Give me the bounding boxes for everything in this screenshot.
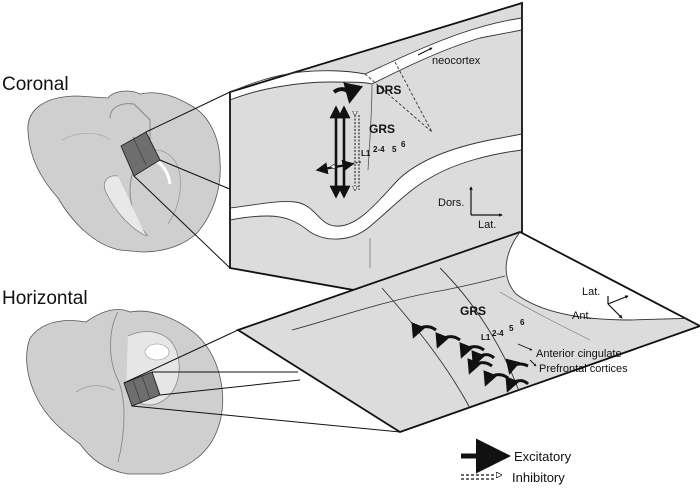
layer-5-horizontal: 5 (509, 324, 514, 333)
horizontal-brain-section (26, 309, 223, 475)
horizontal-zoom-panel: GRS L1 2-4 5 6 Anterior cingulate Prefro… (235, 231, 700, 433)
lateral-axis-label-coronal: Lat. (478, 219, 496, 231)
prefrontal-cortices-label: Prefrontal cortices (539, 363, 628, 375)
layer-2-4-coronal: 2-4 (373, 145, 385, 154)
layer-2-4-horizontal: 2-4 (492, 329, 504, 338)
anterior-cingulate-pointer-arrow (517, 343, 533, 351)
coronal-section-label: Coronal (2, 74, 69, 95)
neocortex-direction-arrow (417, 47, 433, 56)
excitatory-curved-arrow-3 (459, 342, 485, 359)
horizontal-zoom-line-bottom (131, 405, 401, 433)
coronal-brain-section (27, 90, 221, 253)
layer-l1-coronal: L1 (361, 149, 371, 158)
excitatory-curved-arrow-5 (467, 358, 493, 375)
dorsal-axis-label: Dors. (438, 197, 464, 209)
coronal-zoom-line-right (159, 159, 233, 191)
horizontal-section-label: Horizontal (2, 288, 88, 309)
inhibitory-horizontal-arrow-coronal (331, 161, 362, 167)
grs-label-horizontal: GRS (460, 304, 486, 318)
grs-label-coronal: GRS (369, 122, 395, 136)
neocortex-label: neocortex (432, 55, 481, 67)
horizontal-zoom-line-top (123, 329, 239, 384)
lateral-axis-label-horizontal: Lat. (582, 286, 600, 298)
anterior-axis-arrow (607, 303, 623, 319)
layer-l1-horizontal: L1 (481, 333, 491, 342)
excitatory-curved-arrow-coronal (332, 82, 363, 104)
legend-excitatory-label: Excitatory (514, 449, 572, 464)
drs-label: DRS (376, 83, 401, 97)
excitatory-curved-arrow-8 (505, 358, 529, 375)
lateral-axis-arrow-horizontal (607, 295, 629, 305)
legend-inhibitory-label: Inhibitory (512, 470, 565, 485)
layer-6-horizontal: 6 (520, 318, 525, 327)
drs-boundary-line (394, 61, 433, 133)
layer-5-coronal: 5 (392, 145, 397, 154)
excitatory-curved-arrow-2 (435, 332, 461, 349)
anterior-cingulate-label: Anterior cingulate (536, 348, 622, 360)
horizontal-zoom-line-mid (159, 379, 301, 396)
prefrontal-pointer-arrow (529, 359, 537, 367)
layer-6-coronal: 6 (401, 140, 406, 149)
excitatory-curved-arrow-1 (411, 322, 437, 339)
coronal-zoom-line-top (145, 91, 231, 133)
coronal-zoom-line-bottom (133, 175, 231, 269)
legend: Excitatory Inhibitory (461, 438, 572, 485)
excitatory-curved-arrow-7 (505, 376, 530, 393)
anterior-axis-label: Ant. (572, 310, 592, 322)
